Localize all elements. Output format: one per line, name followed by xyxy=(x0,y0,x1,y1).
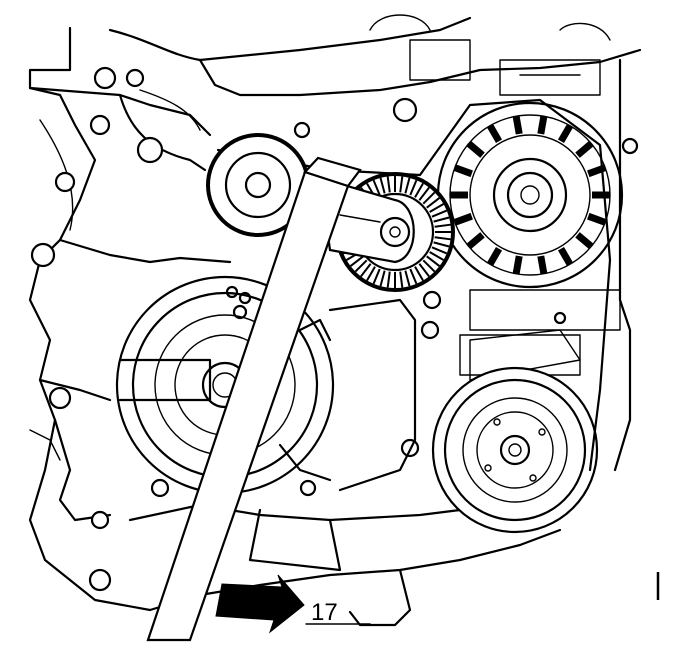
alternator-fin xyxy=(466,232,485,250)
tensioner-tooth xyxy=(414,266,424,281)
bolt xyxy=(422,290,442,310)
bolt xyxy=(150,478,170,498)
bolt xyxy=(392,97,418,123)
direction-arrow xyxy=(215,574,305,634)
bolt xyxy=(48,386,72,410)
tensioner-tooth xyxy=(379,270,386,287)
tensioner-tooth xyxy=(404,177,411,194)
tensioner-tooth xyxy=(433,216,450,223)
direction-arrow-callout: 17 xyxy=(215,574,371,634)
tensioner-tooth xyxy=(426,197,441,209)
bolt xyxy=(89,114,111,136)
alternator-fin xyxy=(587,212,607,226)
bolt xyxy=(125,68,145,88)
idler-pulley xyxy=(206,133,310,237)
ac-compressor-pulley xyxy=(431,334,599,534)
tensioner-tooth xyxy=(372,179,381,196)
bolt xyxy=(136,136,164,164)
tensioner-tooth xyxy=(434,236,451,241)
bolt xyxy=(299,479,317,497)
tensioner-tooth xyxy=(366,266,376,281)
alternator-fin xyxy=(453,212,473,226)
tensioner-tooth xyxy=(418,263,430,278)
tensioner-tooth xyxy=(409,268,418,285)
alternator xyxy=(436,101,624,289)
alternator-fin xyxy=(512,255,523,275)
tensioner-tooth xyxy=(422,191,436,205)
tensioner-tooth xyxy=(429,251,444,261)
bolt xyxy=(90,510,110,530)
tensioner-tooth xyxy=(431,209,448,218)
tensioner-tooth xyxy=(426,255,441,267)
tensioner-tooth xyxy=(354,259,368,273)
bolt xyxy=(621,137,639,155)
tensioner-tooth xyxy=(434,223,451,228)
tensioner-tooth xyxy=(379,177,386,194)
bolt xyxy=(93,66,117,90)
tensioner-tooth xyxy=(399,176,404,193)
tensioner-tooth xyxy=(414,183,424,198)
alternator-fin xyxy=(512,115,523,135)
alternator-fins xyxy=(450,115,610,275)
tensioner-tooth xyxy=(349,255,364,267)
alternator-fin xyxy=(557,246,574,267)
alternator-fin xyxy=(453,164,473,178)
tensioner-tooth xyxy=(433,241,450,248)
alternator-fin xyxy=(557,123,574,144)
alternator-fin xyxy=(537,255,548,275)
bolt xyxy=(420,320,440,340)
bolt xyxy=(30,242,56,268)
tensioner-tooth xyxy=(431,246,448,255)
bolt xyxy=(232,304,248,320)
alternator-fin xyxy=(466,140,485,158)
callout-label: 17 xyxy=(311,599,338,626)
tensioner-tooth xyxy=(422,259,436,273)
alternator-fin xyxy=(486,123,503,144)
tensioner-tooth xyxy=(372,268,381,285)
tensioner-tooth xyxy=(418,186,430,201)
alternator-fin xyxy=(575,232,594,250)
tensioner-tooth xyxy=(409,179,418,196)
bolt-group xyxy=(30,66,639,592)
alternator-fin xyxy=(537,115,548,135)
alternator-fin xyxy=(575,140,594,158)
tensioner-tooth xyxy=(386,271,391,288)
alternator-fin xyxy=(486,246,503,267)
tensioner-tooth xyxy=(360,263,372,278)
tensioner-tooth xyxy=(386,176,391,193)
engine-block-outline xyxy=(28,14,642,627)
tensioner-tooth xyxy=(429,203,444,213)
bolt xyxy=(553,311,567,325)
bolt xyxy=(293,121,311,139)
bolt xyxy=(54,171,76,193)
tensioner-tooth xyxy=(399,271,404,288)
tensioner-tooth xyxy=(404,270,411,287)
bolt xyxy=(88,568,112,592)
breaker-bar-tool xyxy=(146,156,362,642)
